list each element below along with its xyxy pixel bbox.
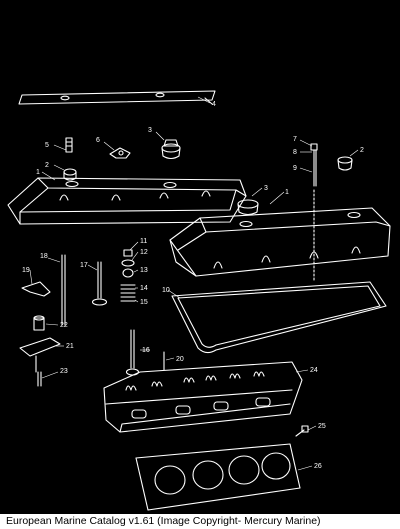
callout-11: 11 — [140, 238, 147, 245]
callout-25: 25 — [318, 423, 326, 430]
left-valve-cover — [7, 177, 247, 225]
callout-23: 23 — [60, 368, 68, 375]
valve-part — [91, 261, 108, 306]
oil-cap-right — [237, 199, 259, 216]
callout-16: 16 — [142, 347, 150, 354]
callout-7: 7 — [293, 136, 297, 143]
callout-20: 20 — [176, 356, 184, 363]
callout-8: 8 — [293, 149, 297, 156]
valve-cover-gasket — [171, 281, 387, 354]
rocker-stud-part — [37, 371, 42, 387]
callout-14: 14 — [140, 285, 148, 292]
clip-part — [109, 147, 131, 159]
callout-12: 12 — [140, 249, 148, 256]
gasket-strip-part — [18, 90, 216, 105]
callout-22: 22 — [60, 322, 68, 329]
cylinder-head — [103, 361, 303, 433]
catalog-caption: European Marine Catalog v1.61 (Image Cop… — [0, 514, 400, 529]
callout-10: 10 — [162, 287, 170, 294]
callout-13: 13 — [140, 267, 148, 274]
callout-9: 9 — [293, 165, 297, 172]
callout-1-left: 1 — [36, 169, 40, 176]
callout-2-left: 2 — [45, 162, 49, 169]
pushrod-part — [61, 254, 66, 326]
callout-17: 17 — [80, 262, 88, 269]
bolt-left-part — [63, 137, 77, 181]
callout-21: 21 — [66, 343, 74, 350]
callout-5: 5 — [45, 142, 49, 149]
right-valve-cover — [169, 207, 391, 277]
callout-4: 4 — [212, 101, 216, 108]
rocker-arm-part — [19, 337, 61, 373]
callout-18: 18 — [40, 253, 48, 260]
callout-3-right: 3 — [264, 185, 268, 192]
callout-19: 19 — [22, 267, 30, 274]
callout-26: 26 — [314, 463, 322, 470]
head-gasket — [135, 443, 301, 511]
bolt-right-part — [310, 143, 353, 281]
callout-24: 24 — [310, 367, 318, 374]
callout-3-left: 3 — [148, 127, 152, 134]
callout-2-right: 2 — [360, 147, 364, 154]
callout-6: 6 — [96, 137, 100, 144]
callout-15: 15 — [140, 299, 148, 306]
rocker-clip-part — [21, 281, 51, 297]
lifter-part — [33, 315, 45, 331]
head-bolt-part — [295, 425, 309, 437]
valve-spring-stack — [120, 249, 140, 376]
oil-cap-left — [161, 139, 181, 160]
callout-1-right: 1 — [285, 189, 289, 196]
